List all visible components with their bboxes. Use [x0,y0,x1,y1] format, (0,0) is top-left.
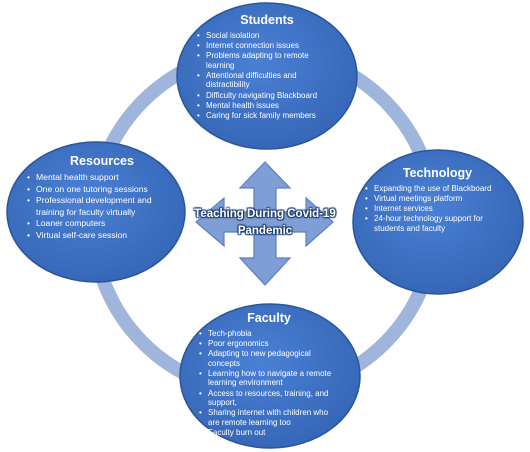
students-list: Social isolation Internet connection iss… [197,31,337,120]
list-item: Problems adapting to remote learning [197,51,337,70]
list-item: Sharing internet with children who are r… [199,408,339,427]
list-item: Access to resources, training, and suppo… [199,389,339,408]
list-item: Social isolation [197,31,337,41]
faculty-title: Faculty [247,311,291,325]
list-item: Tech-phobia [199,329,339,339]
list-item: Internet services [365,204,510,214]
students-title: Students [240,13,294,27]
list-item: Internet connection issues [197,41,337,51]
list-item: Attentional difficulties and distractibi… [197,71,337,90]
technology-list: Expanding the use of Blackboard Virtual … [365,184,510,233]
list-item: Difficulty navigating Blackboard [197,91,337,101]
resources-content: Resources Mental health support One on o… [27,154,177,242]
students-content: Students Social isolation Internet conne… [197,13,337,121]
list-item: 24-hour technology support for students … [365,214,510,233]
list-item: Learning how to navigate a remote learni… [199,369,339,388]
technology-content: Technology Expanding the use of Blackboa… [365,166,510,234]
resources-list: Mental health support One on one tutorin… [27,172,177,241]
list-item: Caring for sick family members [197,111,337,121]
list-item: Faculty burn out [199,428,339,438]
four-way-arrow [195,161,334,286]
resources-title: Resources [70,154,134,168]
list-item: Poor ergonomics [199,339,339,349]
list-item: Expanding the use of Blackboard [365,184,510,194]
list-item: One on one tutoring sessions [27,184,177,195]
faculty-content: Faculty Tech-phobia Poor ergonomics Adap… [199,311,339,438]
list-item: Adapting to new pedagogical concepts [199,349,339,368]
faculty-list: Tech-phobia Poor ergonomics Adapting to … [199,329,339,438]
list-item: Professional development and training fo… [27,195,177,217]
list-item: Virtual meetings platform [365,194,510,204]
technology-title: Technology [402,166,473,180]
list-item: Virtual self-care session [27,230,177,241]
list-item: Mental health issues [197,101,337,111]
list-item: Mental health support [27,172,177,183]
list-item: Loaner computers [27,218,177,229]
center-label: Teaching During Covid-19 Pandemic [194,208,336,237]
